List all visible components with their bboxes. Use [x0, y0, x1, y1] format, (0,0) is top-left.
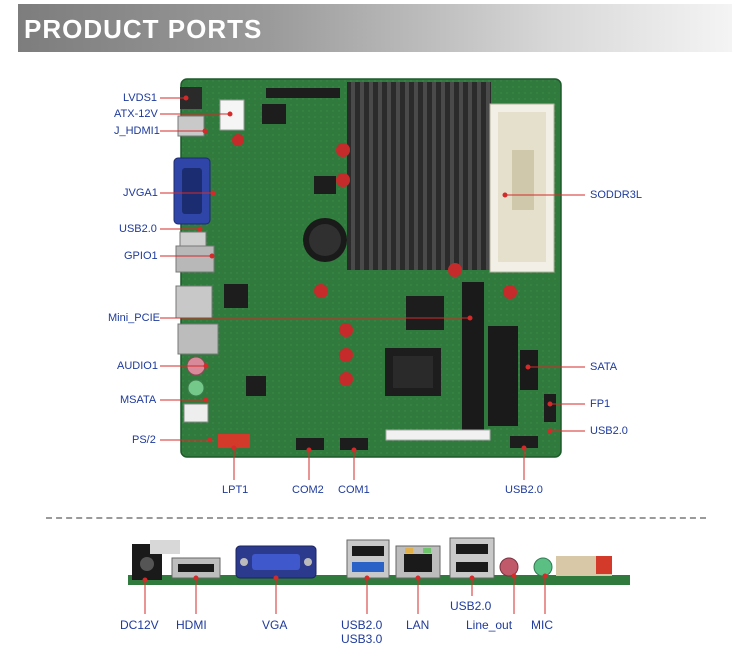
- label-line-out: Line_out: [466, 618, 513, 632]
- usb-stack-left: [177, 323, 219, 355]
- label-vga: VGA: [262, 618, 288, 632]
- usb-header-bottom: [510, 436, 538, 448]
- label-usb2-io: USB2.0: [341, 618, 383, 632]
- label-mic: MIC: [531, 618, 553, 632]
- label-mini-pcie: Mini_PCIE: [108, 312, 160, 324]
- com1-header: [340, 438, 368, 450]
- label-lpt1: LPT1: [222, 484, 249, 496]
- mic-jack: [533, 557, 553, 577]
- label-j-hdmi1: J_HDMI1: [114, 125, 160, 137]
- label-jvga1: JVGA1: [123, 187, 158, 199]
- header-banner: [18, 4, 732, 52]
- label-soddr3l: SODDR3L: [590, 189, 642, 201]
- fp1-header: [544, 394, 556, 422]
- label-sata: SATA: [590, 361, 618, 373]
- label-gpio1: GPIO1: [124, 250, 158, 262]
- page-title: PRODUCT PORTS: [24, 14, 263, 44]
- line-out-jack: [499, 557, 519, 577]
- label-audio1: AUDIO1: [117, 360, 158, 372]
- cpu-heatsink: [347, 82, 491, 270]
- usb-stack-io: [346, 539, 390, 579]
- label-usb2-left: USB2.0: [119, 223, 157, 235]
- label-usb2-right: USB2.0: [590, 425, 628, 437]
- label-usb2-bottom: USB2.0: [505, 484, 543, 496]
- label-ps2: PS/2: [132, 434, 156, 446]
- lan-port: [175, 285, 213, 319]
- label-msata: MSATA: [120, 394, 157, 406]
- ps2-header: [183, 403, 209, 423]
- lvds-connector: [180, 87, 202, 109]
- label-atx-12v: ATX-12V: [114, 108, 158, 120]
- mini-pcie-slot: [462, 282, 484, 432]
- com2-header: [296, 438, 324, 450]
- label-lvds1: LVDS1: [123, 92, 158, 104]
- label-usb2-stack: USB2.0: [450, 599, 492, 613]
- capacitors: [232, 134, 517, 386]
- section-divider: [46, 517, 706, 519]
- label-dc12v: DC12V: [120, 618, 159, 632]
- msata-slot: [488, 326, 518, 426]
- label-com2: COM2: [292, 484, 324, 496]
- gpio-port: [175, 245, 215, 273]
- lpt-header: [218, 434, 250, 448]
- label-usb3-io: USB3.0: [341, 632, 383, 646]
- label-fp1: FP1: [590, 398, 611, 410]
- label-com1: COM1: [338, 484, 370, 496]
- label-hdmi: HDMI: [176, 618, 207, 632]
- io-pcb: [128, 575, 630, 585]
- label-lan: LAN: [406, 618, 430, 632]
- sata-connector: [520, 350, 538, 390]
